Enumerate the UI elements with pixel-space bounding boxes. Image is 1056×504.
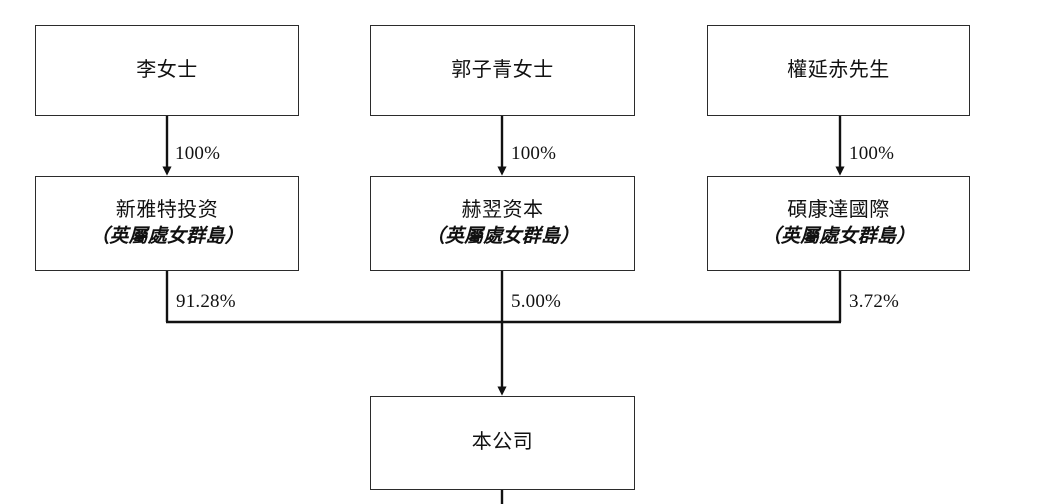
shareholder-box-guo[interactable]: 郭子青女士 — [370, 25, 635, 116]
entity-jurisdiction-heyi: （英屬處女群島） — [425, 225, 580, 247]
shareholder-name-li: 李女士 — [136, 58, 198, 81]
entity-jurisdiction-xinyate: （英屬處女群島） — [90, 225, 244, 247]
entity-name-shuokangda: 碩康達國際 — [787, 199, 890, 222]
shareholder-box-li[interactable]: 李女士 — [35, 25, 299, 116]
entity-jurisdiction-shuokangda: （英屬處女群島） — [761, 225, 916, 247]
company-name: 本公司 — [471, 431, 534, 454]
entity-box-xinyate[interactable]: 新雅特投资 （英屬處女群島） — [35, 176, 299, 271]
entity-box-heyi[interactable]: 赫翌资本 （英屬處女群島） — [370, 176, 635, 271]
edge-label-xinyate-stake: 91.28% — [176, 291, 236, 312]
shareholder-box-quan[interactable]: 權延赤先生 — [707, 25, 970, 116]
entity-box-shuokangda[interactable]: 碩康達國際 （英屬處女群島） — [707, 176, 970, 271]
edge-label-li-stake: 100% — [175, 143, 221, 164]
company-box[interactable]: 本公司 — [370, 396, 635, 490]
entity-name-xinyate: 新雅特投资 — [115, 199, 219, 222]
edge-label-quan-stake: 100% — [849, 143, 895, 164]
shareholder-name-guo: 郭子青女士 — [451, 58, 554, 81]
shareholder-name-quan: 權延赤先生 — [787, 58, 890, 81]
edge-label-guo-stake: 100% — [511, 143, 557, 164]
entity-name-heyi: 赫翌资本 — [461, 199, 544, 222]
edge-label-heyi-stake: 5.00% — [511, 291, 562, 312]
edge-label-shuokangda-stake: 3.72% — [849, 291, 900, 312]
